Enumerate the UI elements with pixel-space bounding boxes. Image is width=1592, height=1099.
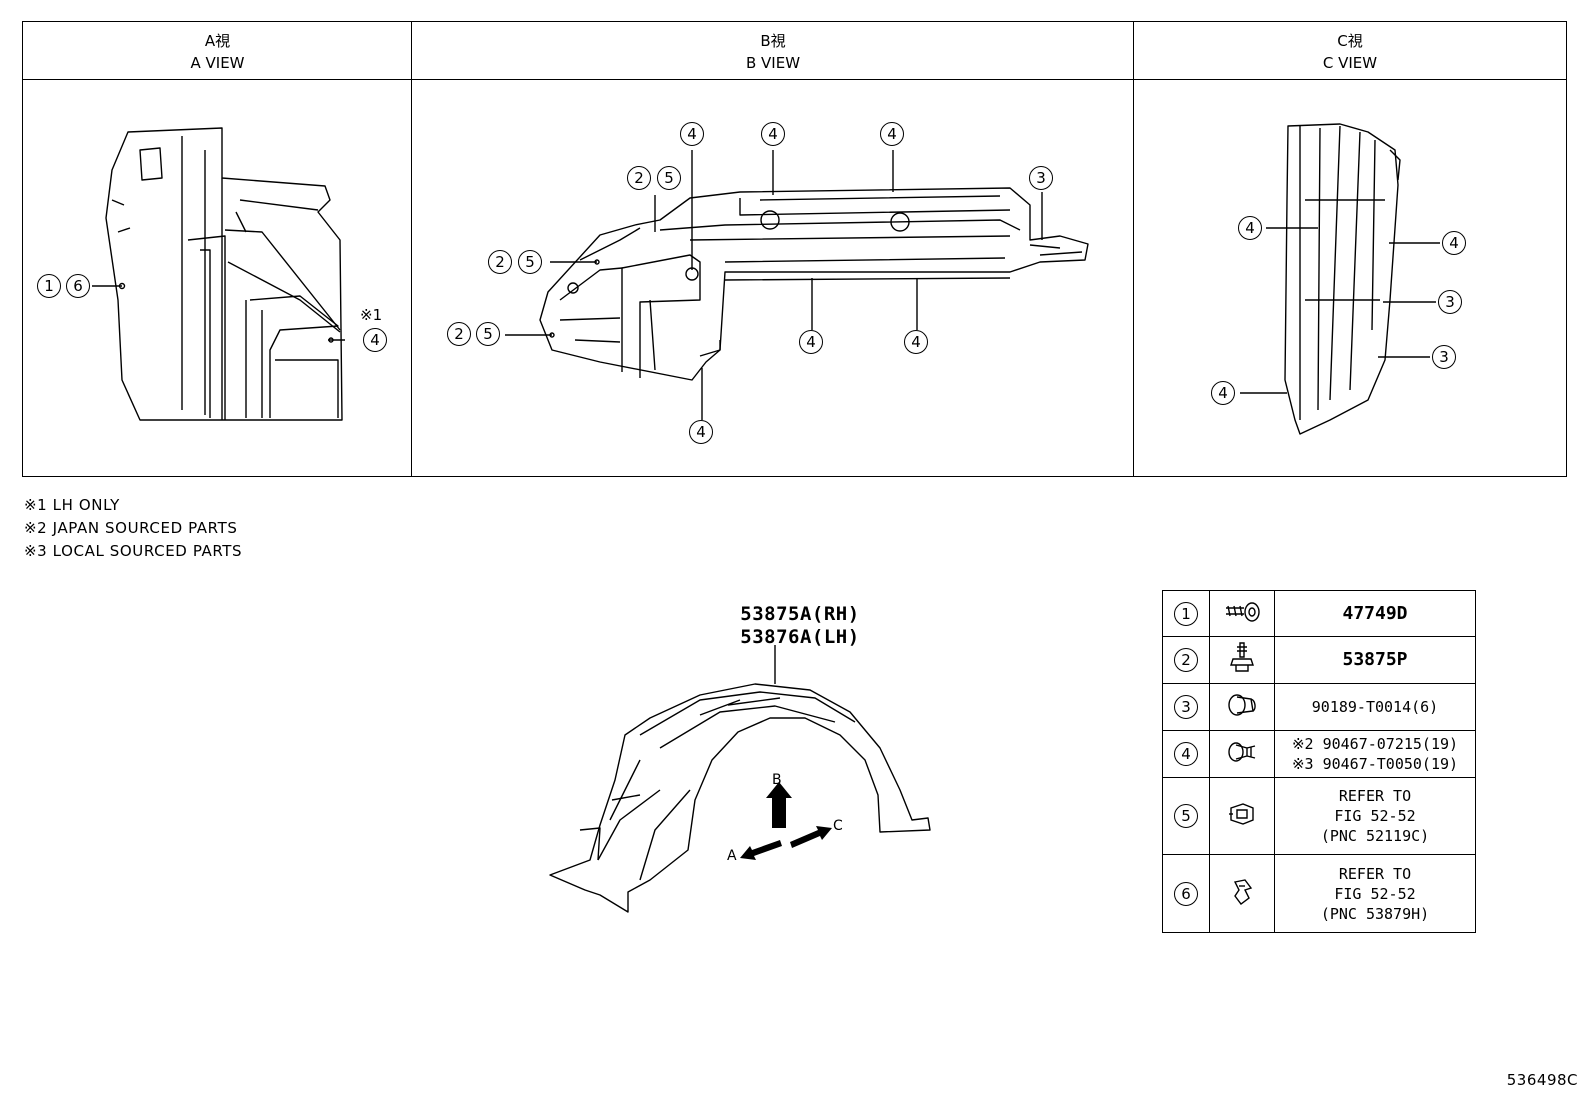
a-view-jp: A視	[204, 32, 231, 50]
callout-4: 4	[1238, 216, 1262, 240]
callout-3: 3	[1029, 166, 1053, 190]
callout-4: 4	[689, 420, 713, 444]
callout-3: 3	[1432, 345, 1456, 369]
arrow-a-icon	[740, 840, 782, 860]
arrow-label-a: A	[727, 848, 737, 864]
clip-icon	[1209, 683, 1275, 731]
b-view-en: B VIEW	[745, 54, 801, 72]
c-view-header: C視 C VIEW	[1134, 22, 1566, 80]
callout-1: 1	[37, 274, 61, 298]
callout-2: 2	[627, 166, 651, 190]
view-arrows	[740, 782, 832, 860]
legend-row: 6 REFER TO FIG 52-52 (PNC 53879H)	[1162, 854, 1476, 933]
c-view-jp: C視	[1337, 32, 1363, 50]
divider	[1133, 22, 1134, 476]
callout-5: 5	[518, 250, 542, 274]
callout-5: 5	[476, 322, 500, 346]
callout-4: 4	[363, 328, 387, 352]
legend-part: REFER TO	[1338, 787, 1412, 805]
callout-4: 4	[904, 330, 928, 354]
callout-6: 6	[66, 274, 90, 298]
push-clip-icon	[1209, 730, 1275, 778]
notes: ※1 LH ONLY ※2 JAPAN SOURCED PARTS ※3 LOC…	[24, 494, 242, 563]
screw-grommet-icon	[1209, 590, 1275, 637]
arrow-b-icon	[766, 782, 792, 828]
legend-part: FIG 52-52	[1334, 884, 1416, 903]
legend-row: 1 47749D	[1162, 590, 1476, 637]
legend-part: REFER TO	[1338, 864, 1412, 883]
legend-number: 5	[1174, 804, 1198, 828]
arrow-label-b: B	[772, 772, 782, 788]
callout-5: 5	[657, 166, 681, 190]
a-view-drawing	[92, 127, 345, 421]
part-number-lh: 53876A(LH)	[740, 626, 860, 648]
arrow-label-c: C	[833, 818, 843, 834]
a-view-header: A視 A VIEW	[23, 22, 412, 80]
bolt-icon	[1209, 636, 1275, 684]
b-view-jp: B視	[760, 32, 786, 50]
callout-4: 4	[1211, 381, 1235, 405]
legend-number: 4	[1174, 742, 1198, 766]
fender-liner-drawing	[549, 645, 931, 913]
legend-part: 90189-T0014(6)	[1311, 698, 1439, 716]
legend-part: ※3 90467-T0050(19)	[1291, 755, 1459, 773]
legend-part: 47749D	[1342, 602, 1408, 624]
diagram-code: 536498C	[1506, 1071, 1578, 1089]
c-view-en: C VIEW	[1322, 54, 1378, 72]
note-3: ※3 LOCAL SOURCED PARTS	[24, 542, 243, 560]
retainer-icon	[1209, 854, 1275, 933]
legend-number: 2	[1174, 648, 1198, 672]
a-view-en: A VIEW	[190, 54, 245, 72]
arrow-c-icon	[790, 826, 832, 848]
legend-row: 3 90189-T0014(6)	[1162, 683, 1476, 731]
legend-number: 3	[1174, 695, 1198, 719]
note-2: ※2 JAPAN SOURCED PARTS	[24, 519, 238, 537]
b-view-header: B視 B VIEW	[412, 22, 1134, 80]
legend-row: 4 ※2 90467-07215(19) ※3 90467-T0050(19)	[1162, 730, 1476, 778]
callout-2: 2	[447, 322, 471, 346]
legend-part: (PNC 53879H)	[1320, 904, 1430, 923]
note-1: ※1 LH ONLY	[24, 496, 120, 514]
nut-clip-icon	[1209, 777, 1275, 855]
legend-row: 5 REFER TO FIG 52-52 (PNC 52119C)	[1162, 777, 1476, 855]
legend-row: 2 53875P	[1162, 636, 1476, 684]
divider	[411, 22, 412, 476]
note-mark: ※1	[360, 306, 383, 324]
callout-3: 3	[1438, 290, 1462, 314]
callout-4: 4	[761, 122, 785, 146]
parts-legend: 1 47749D 2 53875P 3 90189-T0014(6) 4 ※2 …	[1162, 590, 1476, 933]
legend-number: 1	[1174, 601, 1198, 626]
legend-part: FIG 52-52	[1334, 807, 1416, 825]
callout-4: 4	[1442, 231, 1466, 255]
legend-part: ※2 90467-07215(19)	[1291, 735, 1459, 753]
callout-2: 2	[488, 250, 512, 274]
legend-part: 53875P	[1342, 649, 1408, 670]
callout-4: 4	[680, 122, 704, 146]
callout-4: 4	[880, 122, 904, 146]
legend-part: (PNC 52119C)	[1320, 827, 1430, 845]
c-view-drawing	[1240, 123, 1440, 435]
callout-4: 4	[799, 330, 823, 354]
view-table: A視 A VIEW B視 B VIEW C視 C VIEW	[22, 21, 1567, 477]
b-view-drawing	[505, 150, 1089, 420]
part-number-rh: 53875A(RH)	[740, 603, 860, 625]
legend-number: 6	[1174, 881, 1198, 906]
